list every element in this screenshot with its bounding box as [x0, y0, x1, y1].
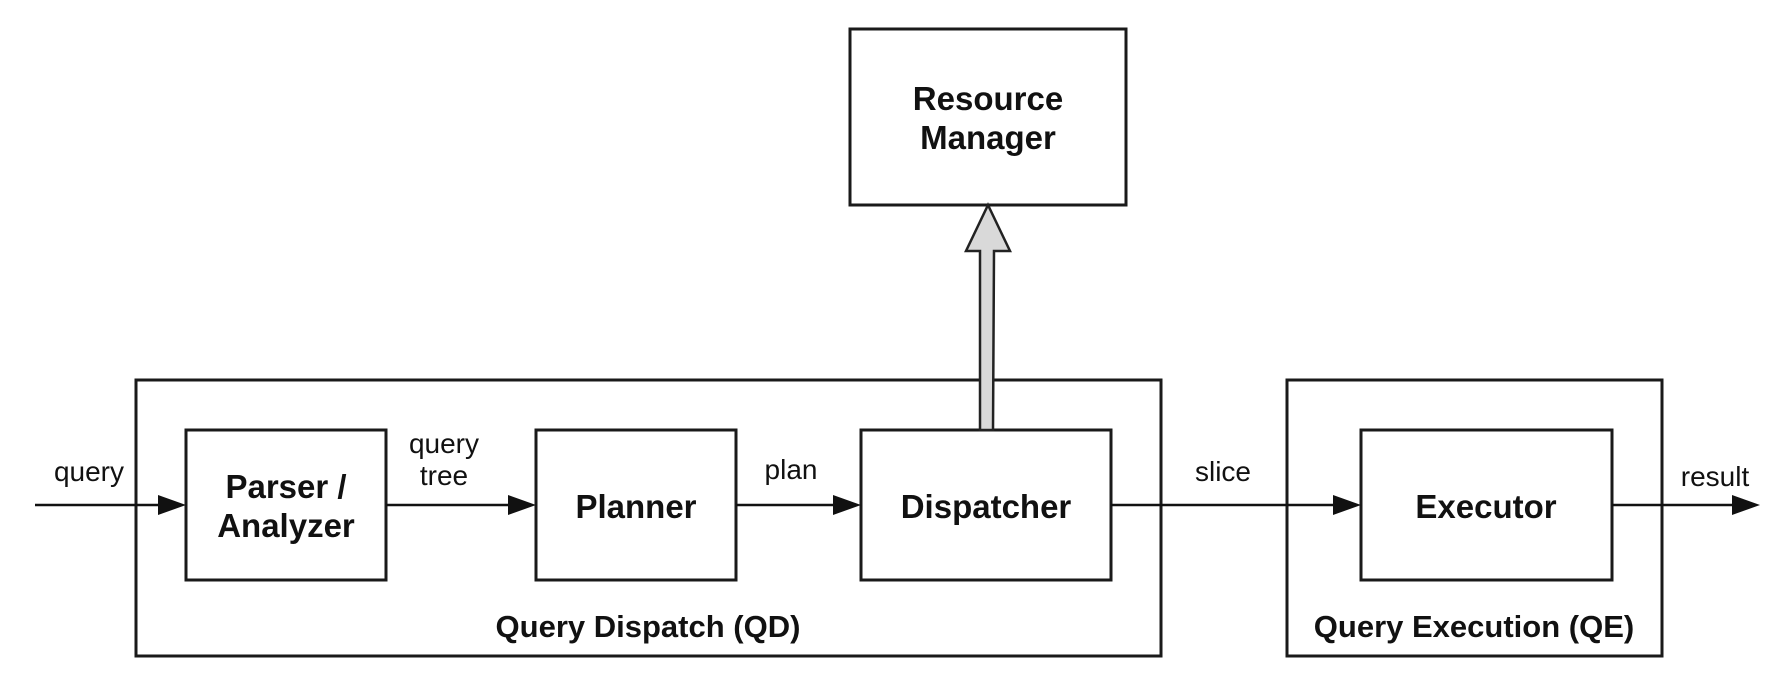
result-edge-label: result — [1681, 461, 1750, 492]
plan-edge-label: plan — [765, 454, 818, 485]
parser-analyzer-label-line2: Analyzer — [217, 507, 355, 544]
slice-arrow — [1111, 495, 1361, 515]
query-tree-edge-label-line2: tree — [420, 460, 468, 491]
executor-label: Executor — [1415, 488, 1556, 525]
executor-box: Executor — [1359, 428, 1614, 582]
query-dispatch-container: Query Dispatch (QD) — [134, 378, 1163, 658]
query-execution-label: Query Execution (QE) — [1314, 609, 1634, 644]
dispatcher-box: Dispatcher — [859, 428, 1113, 582]
plan-arrow — [736, 495, 861, 515]
query-edge-label: query — [54, 456, 124, 487]
result-output-arrow — [1612, 495, 1760, 515]
query-dispatch-label: Query Dispatch (QD) — [496, 609, 801, 644]
query-execution-container: Query Execution (QE) — [1285, 378, 1664, 658]
query-tree-edge-label-line1: query — [409, 428, 479, 459]
parser-analyzer-box: Parser / Analyzer — [184, 428, 388, 582]
resource-manager-box: Resource Manager — [848, 27, 1128, 207]
query-tree-arrow — [386, 495, 536, 515]
planner-label: Planner — [575, 488, 696, 525]
resource-manager-label-line2: Manager — [920, 119, 1056, 156]
slice-edge-label: slice — [1195, 456, 1251, 487]
dispatcher-label: Dispatcher — [901, 488, 1072, 525]
resource-manager-label-line1: Resource — [913, 80, 1063, 117]
dispatcher-to-resource-manager-arrow — [964, 202, 1012, 432]
parser-analyzer-label-line1: Parser / — [225, 468, 346, 505]
planner-box: Planner — [534, 428, 738, 582]
query-input-arrow — [35, 495, 186, 515]
